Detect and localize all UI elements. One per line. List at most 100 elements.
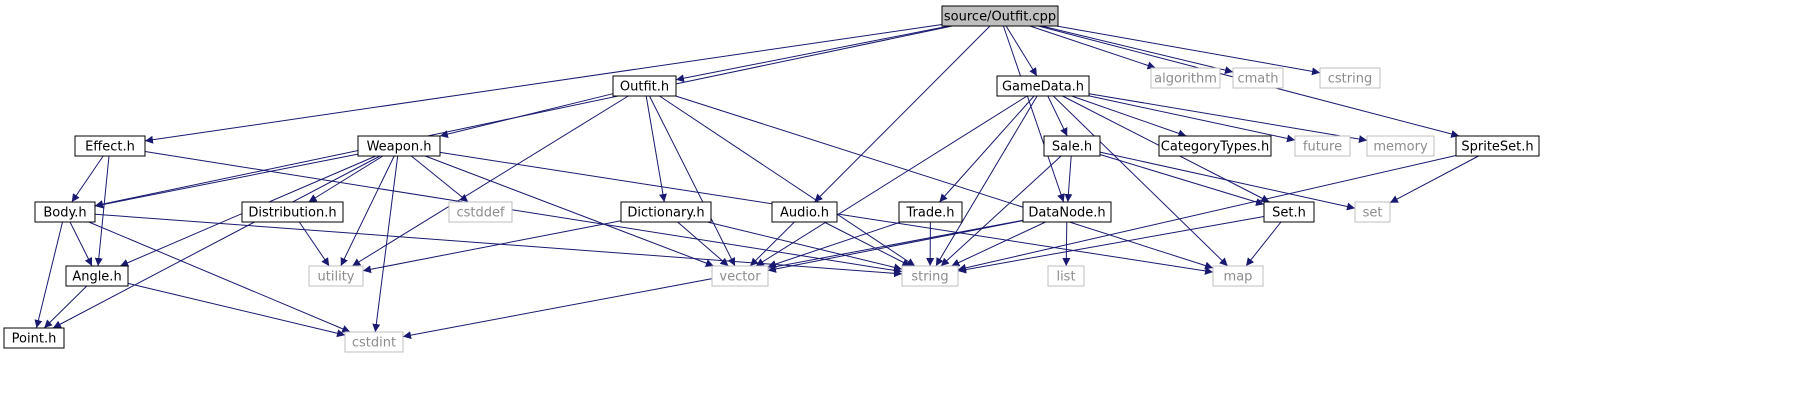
edge-body_h-to-angle_h bbox=[69, 221, 93, 267]
node-list: list bbox=[1047, 265, 1085, 287]
edge-outfit_cpp-to-algorithm bbox=[1029, 25, 1156, 70]
edge-trade_h-to-vector bbox=[767, 221, 901, 268]
edge-spriteset_h-to-set bbox=[1389, 155, 1479, 204]
node-box bbox=[620, 201, 712, 223]
node-future: future bbox=[1294, 135, 1351, 157]
node-label: cstdint bbox=[352, 336, 396, 351]
node-box bbox=[1212, 265, 1264, 287]
node-box bbox=[34, 201, 96, 223]
node-label: Weapon.h bbox=[367, 140, 432, 155]
node-box bbox=[996, 75, 1090, 97]
node-label: GameData.h bbox=[1002, 80, 1084, 95]
node-algorithm: algorithm bbox=[1150, 67, 1221, 89]
node-cstdint: cstdint bbox=[344, 331, 404, 353]
edge-outfit_h-to-map bbox=[675, 95, 1214, 270]
edge-weapon_h-to-cstddef bbox=[410, 155, 469, 203]
edge-outfit_h-to-dictionary_h bbox=[645, 95, 667, 203]
node-label: DataNode.h bbox=[1028, 206, 1105, 221]
node-label: SpriteSet.h bbox=[1461, 140, 1533, 155]
node-box bbox=[1150, 67, 1221, 89]
edge-effect_h-to-body_h bbox=[71, 155, 104, 203]
edge-datanode_h-to-vector bbox=[767, 220, 1024, 273]
node-label: Body.h bbox=[43, 206, 86, 221]
edge-weapon_h-to-point_h bbox=[52, 155, 381, 329]
edge-angle_h-to-point_h bbox=[43, 285, 88, 329]
node-label: Set.h bbox=[1272, 206, 1306, 221]
node-box bbox=[1455, 135, 1540, 157]
node-body_h[interactable]: Body.h bbox=[34, 201, 96, 223]
node-label: future bbox=[1303, 140, 1342, 155]
node-set: set bbox=[1354, 201, 1391, 223]
node-set_h[interactable]: Set.h bbox=[1263, 201, 1315, 223]
edge-weapon_h-to-utility bbox=[340, 155, 395, 267]
node-label: string bbox=[911, 270, 948, 285]
node-outfit_cpp[interactable]: source/Outfit.cpp bbox=[941, 5, 1059, 27]
edge-weapon_h-to-vector bbox=[425, 155, 714, 267]
node-box bbox=[74, 135, 146, 157]
edge-outfit_cpp-to-gamedata_h bbox=[1005, 25, 1038, 77]
node-gamedata_h[interactable]: GameData.h bbox=[996, 75, 1090, 97]
node-box bbox=[344, 331, 404, 353]
node-audio_h[interactable]: Audio.h bbox=[771, 201, 838, 223]
node-box bbox=[241, 201, 344, 223]
node-box bbox=[1158, 135, 1272, 157]
node-label: set bbox=[1363, 206, 1383, 221]
edge-gamedata_h-to-sale_h bbox=[1047, 95, 1068, 137]
node-spriteset_h[interactable]: SpriteSet.h bbox=[1455, 135, 1540, 157]
node-label: Point.h bbox=[12, 332, 57, 347]
node-cmath: cmath bbox=[1232, 67, 1284, 89]
edge-angle_h-to-cstdint bbox=[127, 282, 346, 338]
node-weapon_h[interactable]: Weapon.h bbox=[357, 135, 441, 157]
node-box bbox=[771, 201, 838, 223]
edge-distribution_h-to-utility bbox=[298, 221, 330, 267]
edge-outfit_cpp-to-outfit_h bbox=[675, 25, 950, 83]
edge-outfit_cpp-to-cstring bbox=[1056, 25, 1321, 76]
node-outfit_h[interactable]: Outfit.h bbox=[612, 75, 677, 97]
node-distribution_h[interactable]: Distribution.h bbox=[241, 201, 344, 223]
node-box bbox=[612, 75, 677, 97]
node-label: memory bbox=[1373, 140, 1428, 155]
edge-audio_h-to-string bbox=[823, 221, 911, 267]
edge-sale_h-to-datanode_h bbox=[1064, 155, 1073, 203]
node-point_h[interactable]: Point.h bbox=[3, 327, 65, 349]
node-sale_h[interactable]: Sale.h bbox=[1043, 135, 1101, 157]
node-datanode_h[interactable]: DataNode.h bbox=[1022, 201, 1112, 223]
edge-gamedata_h-to-string bbox=[935, 95, 1038, 267]
edge-outfit_cpp-to-datanode_h bbox=[1002, 25, 1065, 203]
node-box bbox=[448, 201, 513, 223]
node-label: Effect.h bbox=[85, 140, 135, 155]
node-label: Trade.h bbox=[906, 206, 955, 221]
edge-gamedata_h-to-categorytypes_h bbox=[1071, 95, 1187, 138]
node-categorytypes_h[interactable]: CategoryTypes.h bbox=[1158, 135, 1272, 157]
edge-gamedata_h-to-vector bbox=[755, 95, 1028, 267]
node-dictionary_h[interactable]: Dictionary.h bbox=[620, 201, 712, 223]
node-label: cstddef bbox=[456, 206, 505, 221]
node-label: vector bbox=[719, 270, 761, 285]
node-box bbox=[1232, 67, 1284, 89]
node-label: list bbox=[1056, 270, 1075, 285]
node-effect_h[interactable]: Effect.h bbox=[74, 135, 146, 157]
node-label: algorithm bbox=[1154, 72, 1217, 87]
node-box bbox=[901, 265, 959, 287]
edge-sale_h-to-set_h bbox=[1099, 154, 1265, 206]
edge-body_h-to-cstdint bbox=[88, 221, 351, 333]
node-box bbox=[1263, 201, 1315, 223]
edge-gamedata_h-to-map bbox=[1052, 95, 1229, 267]
node-label: CategoryTypes.h bbox=[1161, 140, 1269, 155]
edge-layer bbox=[34, 24, 1479, 340]
node-box bbox=[1043, 135, 1101, 157]
node-cstddef: cstddef bbox=[448, 201, 513, 223]
node-label: map bbox=[1224, 270, 1253, 285]
node-label: Angle.h bbox=[72, 270, 121, 285]
node-box bbox=[65, 265, 129, 287]
node-angle_h[interactable]: Angle.h bbox=[65, 265, 129, 287]
node-label: cmath bbox=[1237, 72, 1278, 87]
edge-sale_h-to-string bbox=[940, 155, 1062, 267]
node-label: cstring bbox=[1328, 72, 1372, 87]
node-label: Sale.h bbox=[1052, 140, 1092, 155]
node-trade_h[interactable]: Trade.h bbox=[898, 201, 963, 223]
edge-gamedata_h-to-memory bbox=[1088, 93, 1368, 144]
edge-weapon_h-to-cstdint bbox=[372, 155, 399, 333]
